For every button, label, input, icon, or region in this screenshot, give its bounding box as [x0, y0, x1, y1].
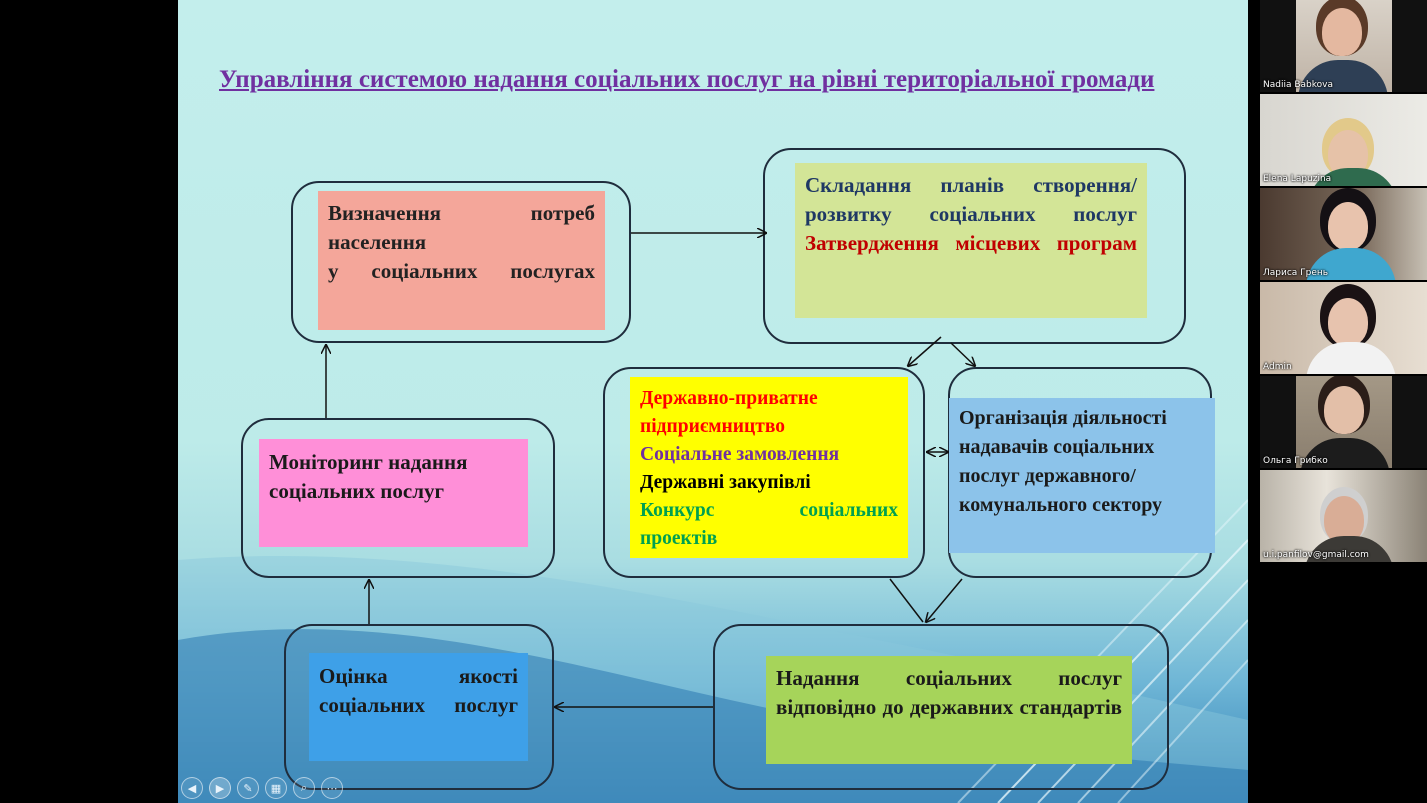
- next-icon[interactable]: ▶: [209, 777, 231, 799]
- organization-box: Організація діяльності надавачів соціаль…: [949, 398, 1215, 553]
- needs-frame: [291, 181, 631, 343]
- zoom-icon[interactable]: ⌕: [293, 777, 315, 799]
- quality-frame: [284, 624, 554, 790]
- participant-tile[interactable]: Лариса Грень: [1260, 188, 1427, 280]
- participant-tile[interactable]: Elena Lapuzina: [1260, 94, 1427, 186]
- previous-icon[interactable]: ◀: [181, 777, 203, 799]
- mechanisms-box: Державно-приватне підприємництво Соціаль…: [630, 377, 908, 558]
- participant-name: Лариса Грень: [1263, 268, 1329, 278]
- organization-text: Організація діяльності надавачів соціаль…: [959, 407, 1167, 516]
- mechanism-line-1: Державно-приватне підприємництво: [640, 388, 818, 437]
- provision-box: Надання соціальних послуг відповідно до …: [766, 656, 1132, 764]
- quality-text: Оцінка якості соціальних послуг: [319, 664, 518, 717]
- monitoring-text: Моніторинг надання соціальних послуг: [269, 450, 468, 503]
- mechanism-line-3: Державні закупівлі: [640, 472, 811, 493]
- participants-panel: Nadiia Babkova Elena Lapuzina Лариса Гре…: [1260, 0, 1427, 803]
- plans-box: Складання планів створення/розвитку соці…: [795, 163, 1147, 318]
- mechanisms-frame: [603, 367, 925, 578]
- needs-line-1: Визначення потреб населення: [328, 201, 595, 254]
- presentation-slide: Управління системою надання соціальних п…: [178, 0, 1248, 803]
- pen-icon[interactable]: ✎: [237, 777, 259, 799]
- participant-tile[interactable]: Nadiia Babkova: [1260, 0, 1427, 92]
- participant-name: Ольга Грибко: [1263, 456, 1328, 466]
- more-icon[interactable]: ⋯: [321, 777, 343, 799]
- participant-tile[interactable]: u.i.panfilov@gmail.com: [1260, 470, 1427, 562]
- plans-line-2: Затвердження місцевих програм: [805, 231, 1137, 255]
- participant-name: Admin: [1263, 362, 1292, 372]
- needs-line-2: у соціальних послугах: [328, 259, 595, 283]
- slideshow-controls: ◀ ▶ ✎ ▦ ⌕ ⋯: [181, 777, 343, 799]
- avatar: [1322, 8, 1362, 56]
- participant-name: Nadiia Babkova: [1263, 80, 1333, 90]
- avatar: [1324, 386, 1364, 434]
- participant-tile[interactable]: Admin: [1260, 282, 1427, 374]
- plans-line-1: Складання планів створення/розвитку соці…: [805, 173, 1137, 226]
- monitoring-box: Моніторинг надання соціальних послуг: [259, 439, 528, 547]
- slides-icon[interactable]: ▦: [265, 777, 287, 799]
- slide-title: Управління системою надання соціальних п…: [219, 66, 1155, 93]
- avatar: [1328, 202, 1368, 250]
- participant-tile[interactable]: Ольга Грибко: [1260, 376, 1427, 468]
- avatar: [1328, 298, 1368, 346]
- quality-box: Оцінка якості соціальних послуг: [309, 653, 528, 761]
- mechanism-line-2: Соціальне замовлення: [640, 444, 840, 465]
- mechanism-line-4: Конкурс соціальних проектів: [640, 500, 898, 549]
- provision-frame: [713, 624, 1169, 790]
- provision-text: Надання соціальних послуг відповідно до …: [776, 666, 1122, 719]
- participant-name: Elena Lapuzina: [1263, 174, 1332, 184]
- needs-box: Визначення потреб населення у соціальних…: [318, 191, 605, 330]
- monitoring-frame: [241, 418, 555, 578]
- participant-name: u.i.panfilov@gmail.com: [1263, 550, 1369, 560]
